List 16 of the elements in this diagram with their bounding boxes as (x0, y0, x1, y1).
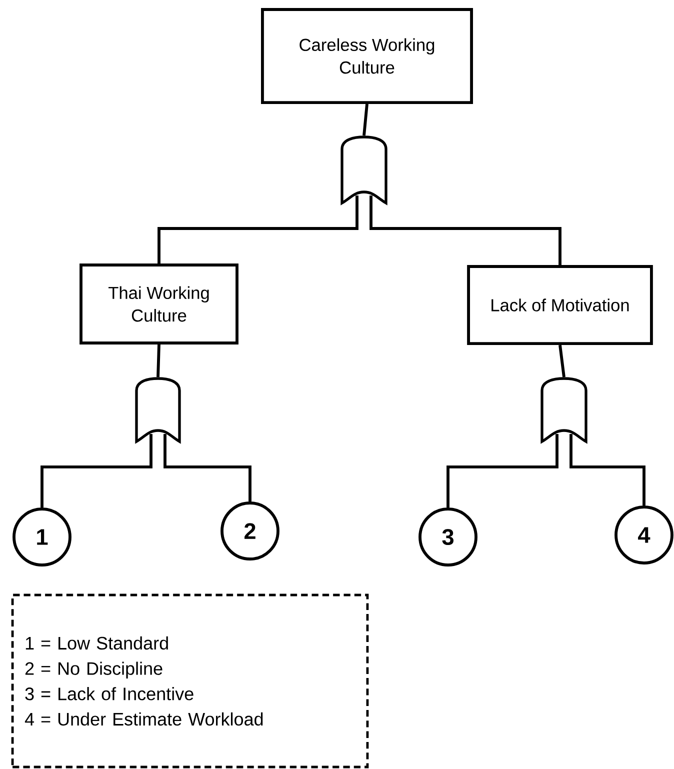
event-box: Careless Working Culture (261, 8, 473, 104)
connector-line (156, 344, 160, 378)
or-gate (540, 377, 588, 443)
event-box: Lack of Motivation (467, 265, 653, 345)
connector-line (570, 434, 646, 506)
connector-line (158, 195, 358, 264)
connector-line (40, 434, 152, 508)
or-gate (135, 377, 181, 443)
connector-line (362, 104, 368, 136)
event-box: Thai Working Culture (80, 264, 238, 344)
connector-line (558, 344, 566, 378)
connector-line (370, 195, 562, 265)
connector-line (164, 434, 252, 502)
legend-box: 1 = Low Standard 2 = No Discipline 3 = Lack of Incentive 4 = Under Estimate Workload (11, 594, 369, 768)
connector-line (446, 434, 558, 508)
or-gate (340, 136, 388, 204)
